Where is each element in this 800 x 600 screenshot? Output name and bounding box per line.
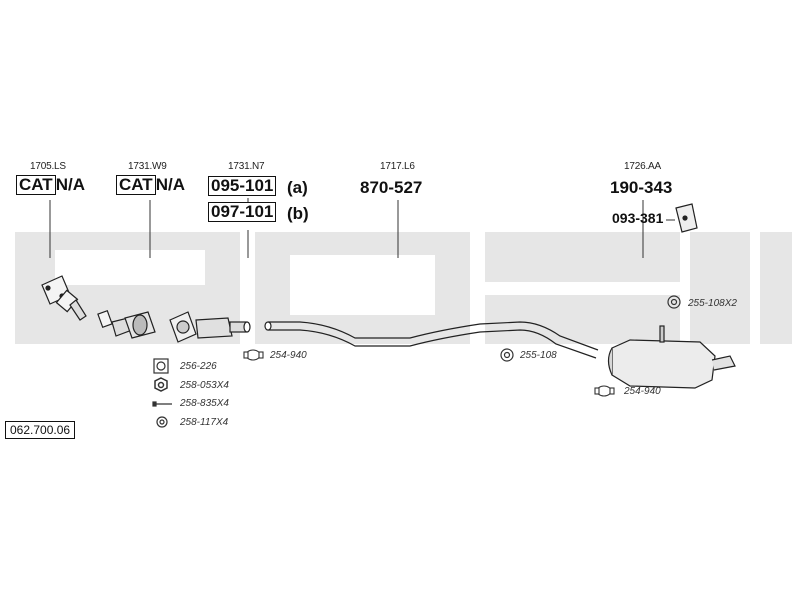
intermediate-pipe-part <box>264 321 599 359</box>
part-b-number: 097-101 <box>208 202 277 222</box>
accessory-label: 255-108 <box>520 350 557 361</box>
na-label: N/A <box>55 175 85 194</box>
component-ref: 1731.W9 <box>128 161 167 172</box>
na-label: N/A <box>155 175 185 194</box>
part-a-suffix: (a) <box>287 178 308 197</box>
accessory-label: 254-940 <box>270 350 307 361</box>
component-part-number: 190-343 <box>610 178 673 197</box>
component-part-number: 870-527 <box>360 178 423 197</box>
accessory-label: 258-835X4 <box>180 398 229 409</box>
catalytic-converter-part <box>169 311 251 343</box>
clamp-icon <box>243 349 264 361</box>
bracket-part-number: 093-381 <box>612 210 664 226</box>
accessory-label: 258-053X4 <box>180 380 229 391</box>
accessory-label: 258-117X4 <box>180 417 229 428</box>
component-ref: 1731.N7 <box>228 161 265 172</box>
nut-icon <box>154 377 168 392</box>
cat-label: CAT <box>16 175 56 195</box>
catalog-number: 062.700.06 <box>5 421 76 439</box>
rubber-mount-icon <box>500 348 514 362</box>
bolt-icon <box>152 401 172 407</box>
accessory-label: 254-940 <box>624 386 661 397</box>
part-a-number: 095-101 <box>208 176 277 196</box>
downpipe-part <box>41 275 87 321</box>
square-gasket-icon <box>153 358 169 374</box>
clamp-icon <box>594 385 615 397</box>
bracket-part <box>675 203 698 233</box>
washer-icon <box>156 416 168 428</box>
component-part-number: 097-101 <box>208 202 277 222</box>
component-ref: 1705.LS <box>30 161 66 172</box>
component-part-number: 095-101 <box>208 176 277 196</box>
leader-lines <box>49 198 675 258</box>
part-b-suffix: (b) <box>287 204 309 223</box>
flex-pipe-part <box>97 309 156 339</box>
component-ref: 1726.AA <box>624 161 661 172</box>
accessory-label: 256-226 <box>180 361 217 372</box>
component-ref: 1717.L6 <box>380 161 415 172</box>
cat-label: CAT <box>116 175 156 195</box>
rubber-mount-icon <box>667 295 681 309</box>
rear-silencer-part <box>607 325 736 389</box>
accessory-label: 255-108X2 <box>688 298 737 309</box>
